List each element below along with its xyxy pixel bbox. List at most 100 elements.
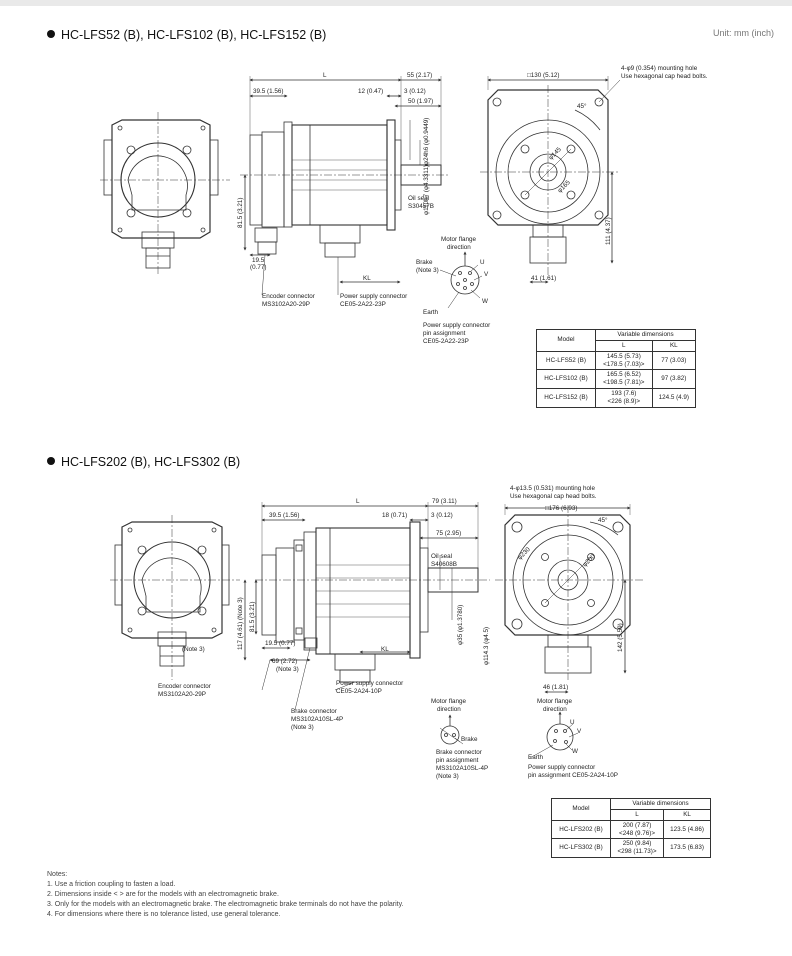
cell-kl: 97 (3.82) [651, 369, 697, 390]
s1-oil-seal-no: S30457B [408, 203, 434, 210]
cell-model: HC-LFS302 (B) [551, 838, 611, 859]
s1-phi165: φ165 [556, 179, 572, 195]
cell-l-brake-value: <226 (8.9)> [607, 398, 641, 406]
s1-dim-sq130: □130 (5.12) [527, 72, 560, 79]
sec2-power-pin-view [529, 711, 579, 759]
cell-kl: 77 (3.03) [651, 350, 697, 371]
cell-model: HC-LFS102 (B) [536, 369, 596, 390]
s2-phi200: φ200 [581, 553, 597, 569]
sec2-dimension-table: Model Variable dimensions L KL HC-LFS202… [551, 798, 711, 859]
s2-note3-a: (Note 3) [276, 666, 299, 673]
cell-l: 145.5 (5.73)<178.5 (7.03)> [595, 350, 653, 371]
cell-kl: 124.5 (4.9) [651, 388, 697, 408]
s1-mount2: Use hexagonal cap head bolts. [621, 73, 708, 80]
s2-bpin1: Brake connector [436, 749, 482, 756]
unit-label: Unit: mm (inch) [712, 28, 774, 38]
s2-dim-75: 75 (2.95) [436, 530, 461, 537]
s1-dim-815: 81.5 (3.21) [237, 198, 244, 228]
s1-enc-label: Encoder connector [262, 293, 315, 300]
sec2-front-view [495, 504, 645, 694]
s1-note3: (Note 3) [416, 267, 439, 274]
note-4: 4. For dimensions where there is no tole… [47, 911, 281, 918]
cell-l-value: 193 (7.6) [611, 390, 637, 398]
top-bar [0, 0, 792, 6]
cell-l: 200 (7.87)<248 (9.76)> [609, 819, 665, 840]
s1-pin3: CE05-2A22-23P [423, 338, 469, 345]
s2-note3-b: (Note 3) [182, 646, 205, 653]
s2-note3-d: (Note 3) [436, 773, 459, 780]
section-2-title-text: HC-LFS202 (B), HC-LFS302 (B) [61, 455, 241, 469]
cell-l-brake-value: <178.5 (7.03)> [603, 360, 645, 368]
s2-pin-w: W [572, 748, 578, 755]
s1-pin-v: V [484, 271, 489, 278]
s1-pin2: pin assignment [423, 330, 466, 337]
s1-dim-KL: KL [363, 275, 371, 282]
sec1-dimension-table: Model Variable dimensions L KL HC-LFS52 … [536, 329, 697, 408]
section-1-title: HC-LFS52 (B), HC-LFS102 (B), HC-LFS152 (… [47, 28, 326, 42]
s2-dim-3: 3 (0.12) [431, 512, 453, 519]
s2-flange-b: Motor flange [537, 698, 572, 705]
s2-brake-c: Brake connector [291, 708, 337, 715]
cell-model: HC-LFS202 (B) [551, 819, 611, 840]
table-row: HC-LFS52 (B) 145.5 (5.73)<178.5 (7.03)> … [536, 350, 697, 371]
sec1-pin-view [439, 251, 483, 309]
s1-brake: Brake [416, 259, 433, 266]
s2-pwr-label: Power supply connector [336, 680, 403, 687]
s1-pwr-no: CE05-2A22-23P [340, 301, 386, 308]
cell-kl: 123.5 (4.86) [663, 819, 711, 840]
s2-bpin3: MS3102A10SL-4P [436, 765, 488, 772]
s1-earth: Earth [423, 309, 439, 316]
cell-l: 193 (7.6)<226 (8.9)> [595, 388, 653, 408]
cell-l-brake-value: <248 (9.76)> [619, 829, 656, 837]
note-1: 1. Use a friction coupling to fasten a l… [47, 881, 176, 888]
table-header-l: L [595, 339, 653, 352]
s2-dim-142: 142 (5.59) [617, 623, 624, 652]
s1-oil-seal: Oil seal [408, 195, 429, 202]
s2-brake-c-no: MS3102A10SL-4P [291, 716, 343, 723]
bullet-icon [47, 30, 55, 38]
s2-dim-69: 69 (2.72) [272, 658, 297, 665]
s2-dim-195: 19.5 (0.77) [265, 640, 295, 647]
s1-pin-u: U [480, 259, 485, 266]
s1-flange: Motor flange [441, 236, 476, 243]
s1-dim-phi24: φ24h6 (φ0.9449) [423, 118, 430, 165]
s2-pin-v: V [577, 728, 582, 735]
s2-oil-seal: Oil seal [431, 553, 452, 560]
s2-pwr-no: CE05-2A24-10P [336, 688, 382, 695]
s2-dim-395: 39.5 (1.56) [269, 512, 299, 519]
cell-l: 165.5 (6.52)<198.5 (7.81)> [595, 369, 653, 390]
s2-mount: 4-φ13.5 (0.531) mounting hole [510, 485, 595, 492]
s2-oil-seal-no: S40608B [431, 561, 457, 568]
table-header-kl: KL [651, 339, 697, 352]
table-header-l: L [609, 808, 665, 821]
sec1-front-view [480, 76, 621, 284]
table-header-variable: Variable dimensions [595, 329, 696, 341]
s1-dim-L: L [323, 72, 327, 79]
cell-kl: 173.5 (6.83) [663, 838, 711, 859]
section-1-title-text: HC-LFS52 (B), HC-LFS102 (B), HC-LFS152 (… [61, 28, 327, 42]
bullet-icon [47, 457, 55, 465]
table-header-variable: Variable dimensions [610, 798, 711, 810]
s2-enc-no: MS3102A20-29P [158, 691, 206, 698]
s2-dim-79: 79 (3.11) [432, 498, 457, 505]
s2-dim-L: L [356, 498, 360, 505]
section-2-title: HC-LFS202 (B), HC-LFS302 (B) [47, 455, 240, 469]
cell-model: HC-LFS152 (B) [536, 388, 596, 408]
sec2-side-view [243, 502, 490, 711]
sec1-rear-view [100, 112, 230, 275]
s1-dim-41: 41 (1.61) [531, 275, 556, 282]
cell-l-brake-value: <298 (11.73)> [617, 848, 657, 856]
sec2-brake-pin-view [439, 714, 464, 745]
cell-l-value: 145.5 (5.73) [606, 352, 641, 360]
sec2-rear-view [110, 515, 240, 680]
s1-dim-50: 50 (1.97) [408, 98, 433, 105]
note-3: 3. Only for the models with an electroma… [47, 901, 404, 908]
table-header-model: Model [551, 798, 611, 821]
s1-dim-395: 39.5 (1.56) [253, 88, 283, 95]
s2-dim-sq176: □176 (6.93) [545, 505, 578, 512]
note-2: 2. Dimensions inside < > are for the mod… [47, 891, 279, 898]
s2-flange2: direction [437, 706, 461, 713]
s2-enc-label: Encoder connector [158, 683, 211, 690]
s2-dim-117: 117 (4.61) (Note 3) [237, 597, 244, 650]
